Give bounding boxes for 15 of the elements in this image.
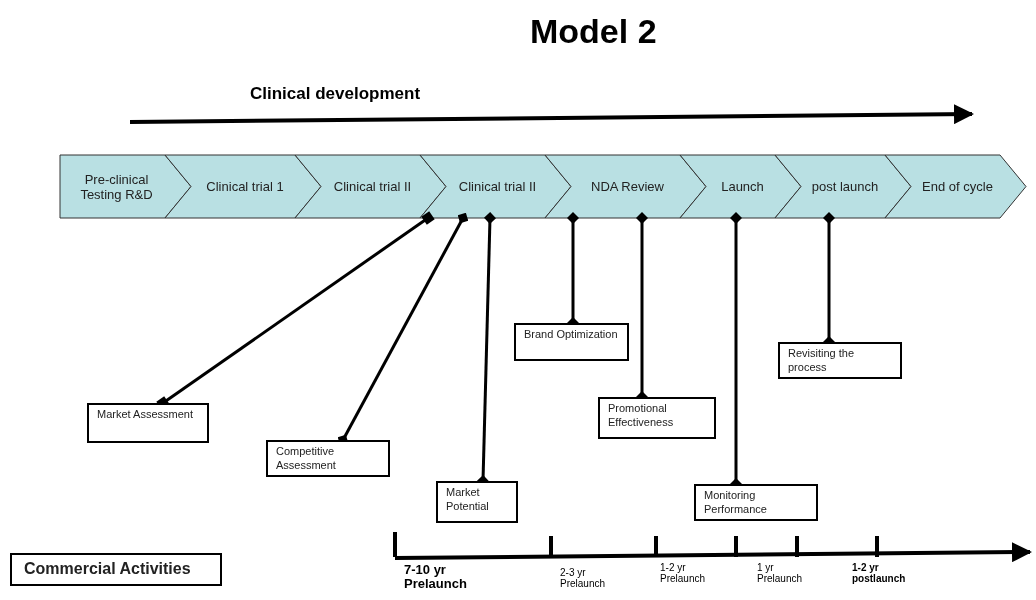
section-heading: Clinical development <box>250 85 422 104</box>
activity-box: Market Potential <box>436 481 518 523</box>
timeline-label: 2-3 yr Prelaunch <box>560 567 607 589</box>
timeline-label: 1-2 yr Prelaunch <box>660 562 707 584</box>
timeline-label: 1-2 yr postlaunch <box>852 562 907 584</box>
section-box: Commercial Activities <box>10 553 222 586</box>
activity-box: Brand Optimization <box>514 323 629 361</box>
activity-box: Market Assessment <box>87 403 209 443</box>
timeline-label: 1 yr Prelaunch <box>757 562 804 584</box>
activity-box: Revisiting the process <box>778 342 902 379</box>
activity-box: Monitoring Performance <box>694 484 818 521</box>
title: Model 2 <box>530 12 657 51</box>
activity-box: Competitive Assessment <box>266 440 390 477</box>
timeline-label: 7-10 yr Prelaunch <box>404 563 468 592</box>
activity-box: Promotional Effectiveness <box>598 397 716 439</box>
